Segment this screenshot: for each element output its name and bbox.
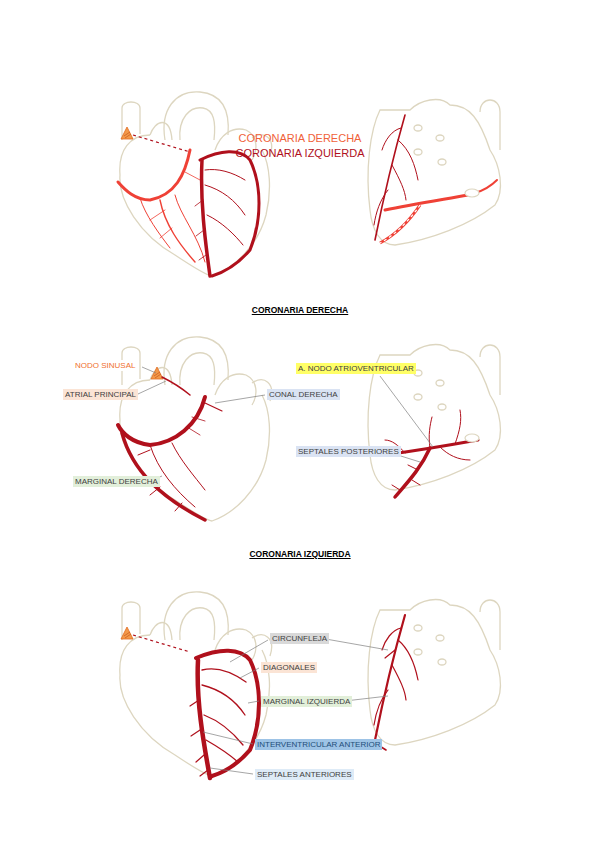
- artery-label: MARGINAL DERECHA: [73, 476, 160, 487]
- artery-label: CONAL DERECHA: [267, 389, 340, 400]
- heading-label: CORONARIA IZQUIERDA: [247, 549, 352, 561]
- heading-label: CORONARIA DERECHA: [250, 305, 351, 317]
- artery-label: NODO SINUSAL: [73, 360, 137, 371]
- heading-label: CORONARIA DERECHA: [237, 131, 364, 146]
- heading-label: CORONARIA IZQUIERDA: [234, 146, 367, 161]
- artery-label: INTERVENTRICULAR ANTERIOR: [255, 739, 382, 750]
- left-coronary-hearts: [120, 592, 501, 778]
- overview-hearts: [118, 92, 500, 276]
- right-coronary-hearts: [118, 337, 500, 521]
- artery-label: MARGINAL IZQUIERDA: [261, 696, 352, 707]
- leader-lines: [138, 367, 433, 774]
- artery-label: SEPTALES POSTERIORES: [296, 446, 401, 457]
- artery-label: CIRCUNFLEJA: [270, 633, 329, 644]
- artery-label: A. NODO ATRIOVENTRICULAR: [296, 363, 416, 374]
- artery-label: DIAGONALES: [261, 662, 317, 673]
- artery-label: SEPTALES ANTERIORES: [255, 769, 354, 780]
- artery-label: ATRIAL PRINCIPAL: [63, 389, 138, 400]
